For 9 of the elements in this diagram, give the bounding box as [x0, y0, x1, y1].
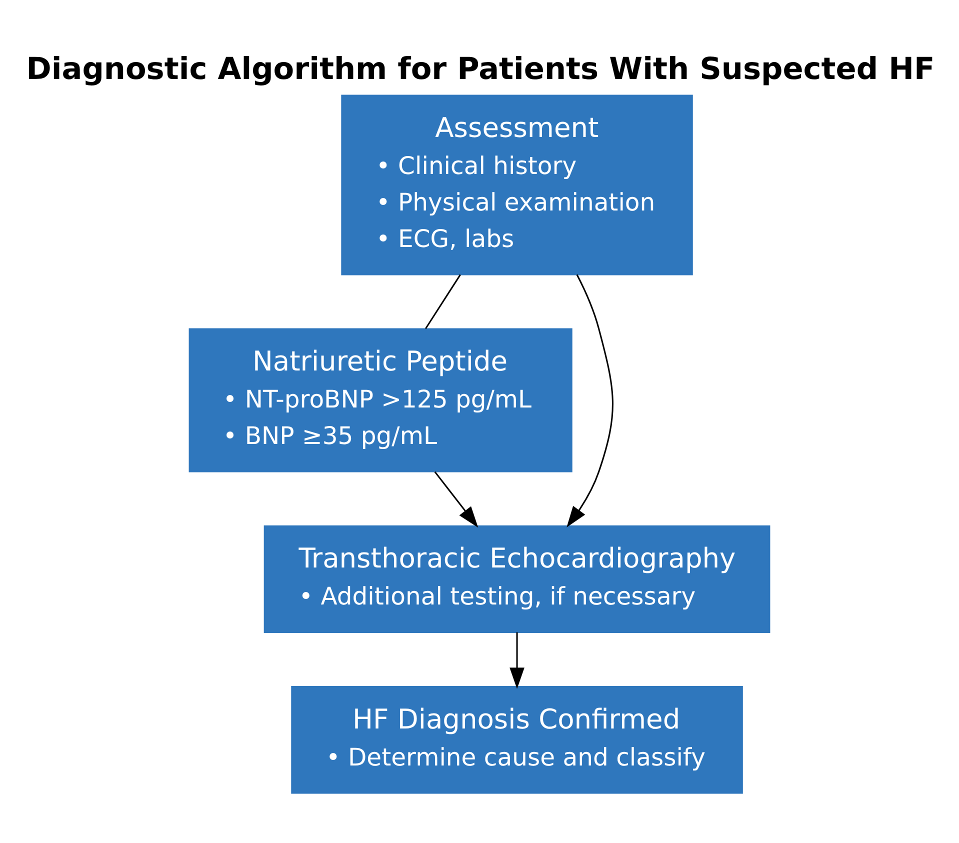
node-box: Assessment • Clinical history • Physical examination • ECG, labs: [341, 94, 693, 276]
connector: [425, 274, 461, 330]
arrow: [434, 471, 478, 528]
node-box: HF Diagnosis Confirmed • Determine cause and classify: [291, 686, 743, 794]
node-box: Natriuretic Peptide • NT-proBNP >125 pg/mL • BNP ≥35 pg/mL: [188, 328, 572, 472]
arrow: [566, 274, 614, 528]
diagram-title: Diagnostic Algorithm for Patients With Suspected HF: [26, 52, 935, 87]
arrow: [510, 632, 524, 689]
node-box: Transthoracic Echocardiography • Additional testing, if necessary: [264, 525, 770, 633]
